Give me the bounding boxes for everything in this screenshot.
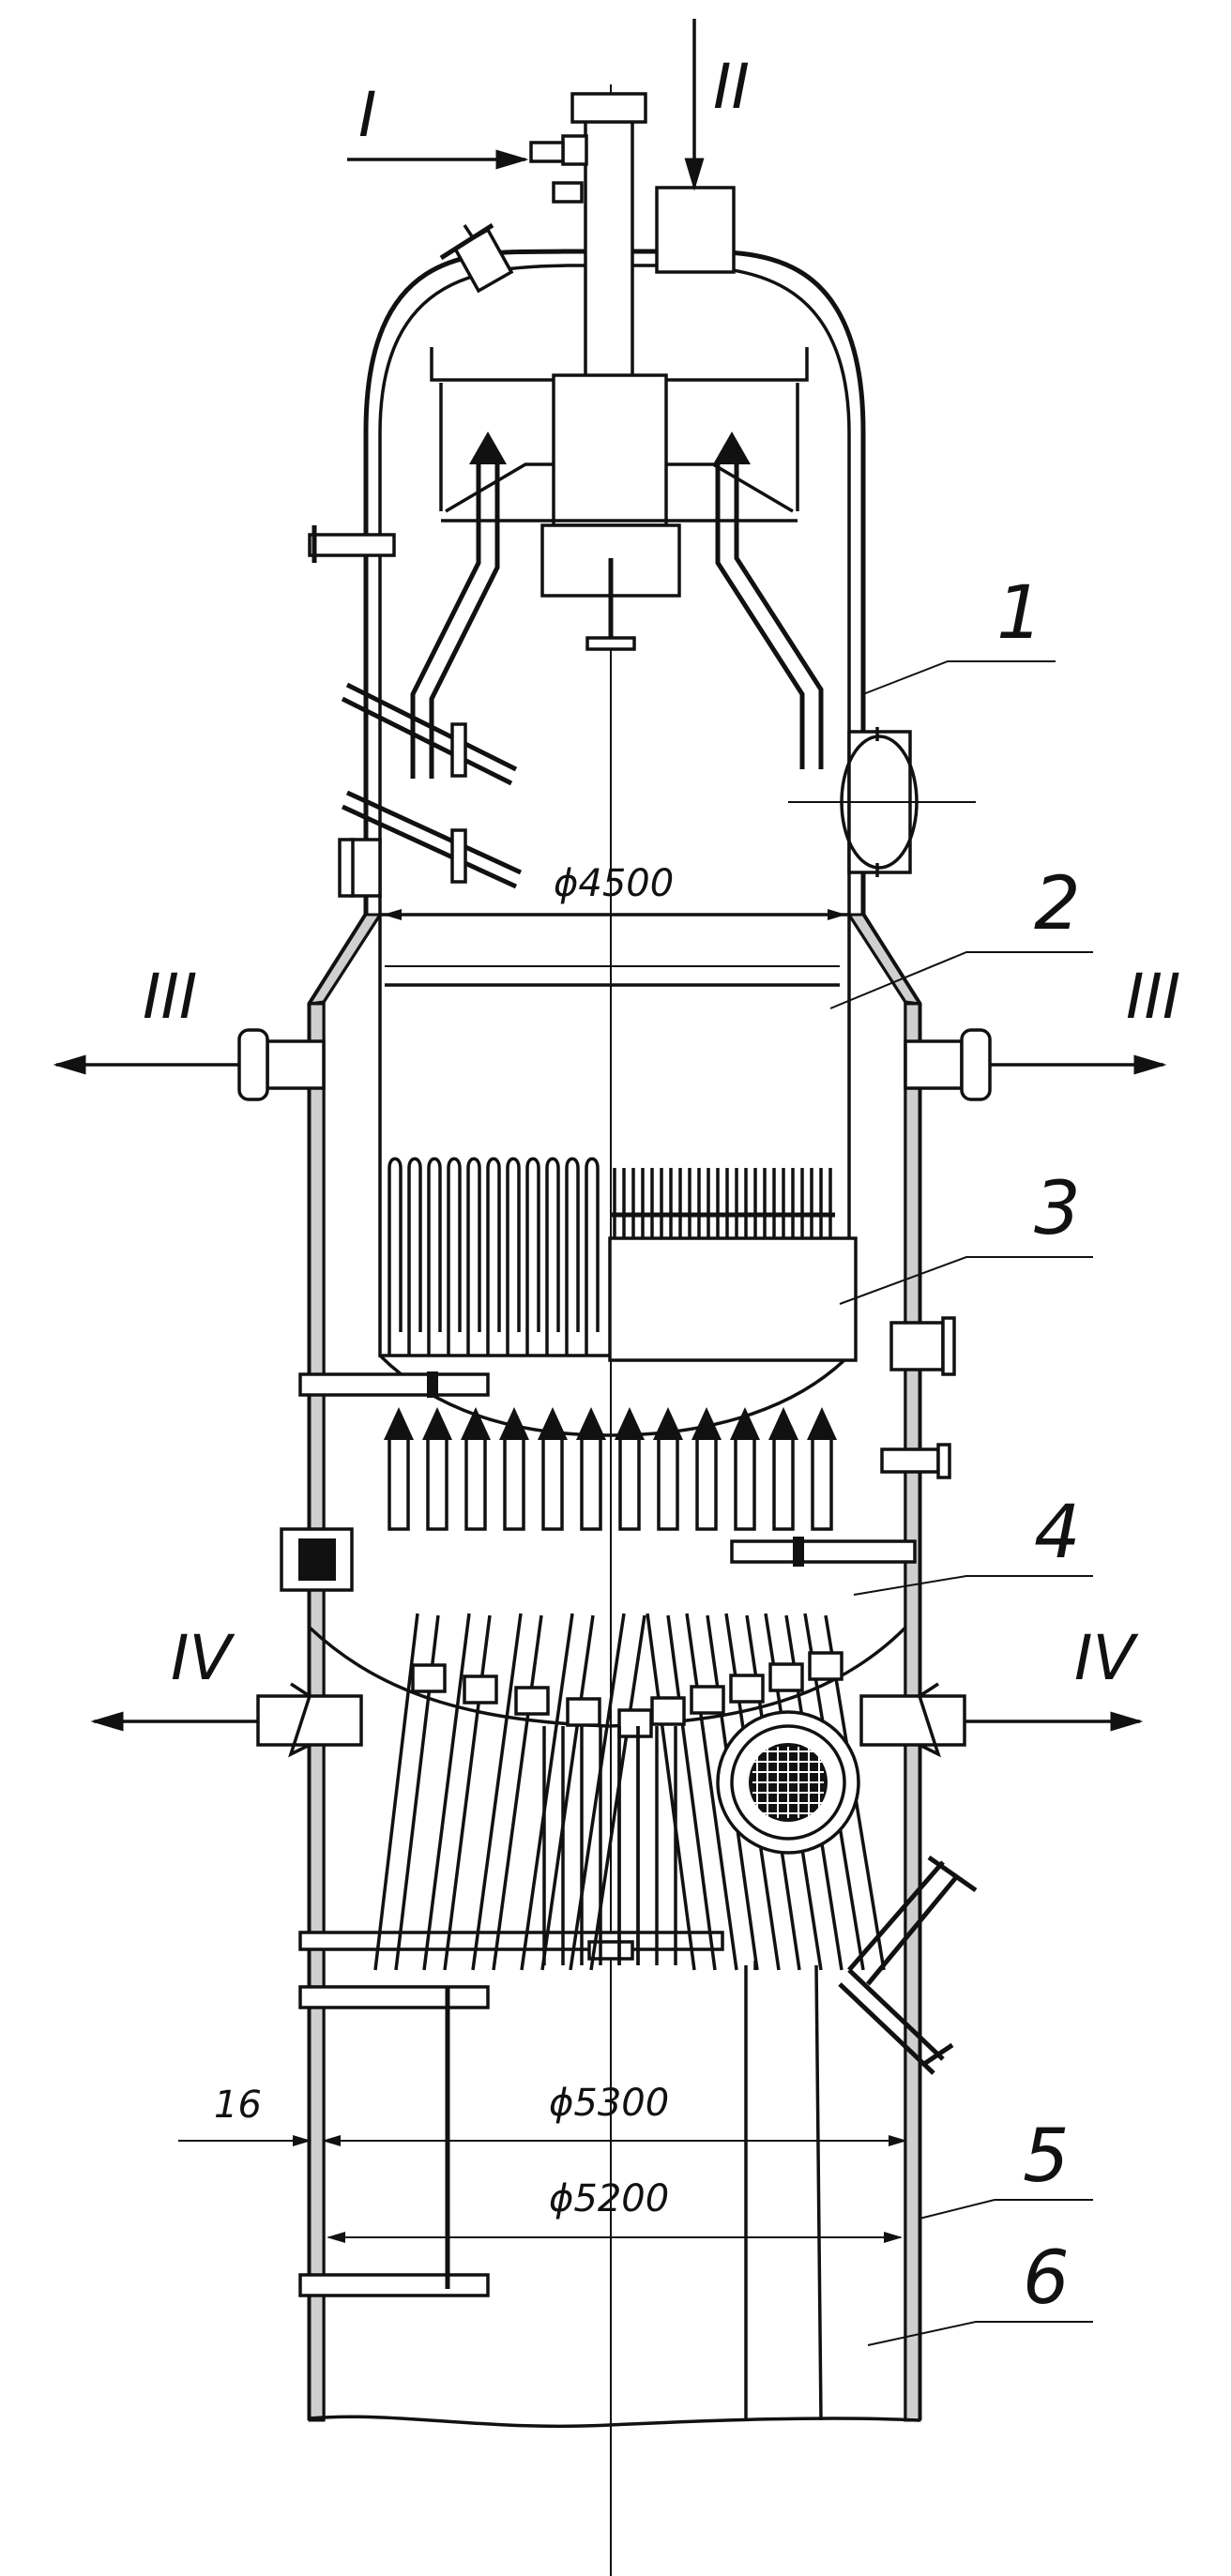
leader-lines <box>829 660 1093 2346</box>
dim-text-16: 16 <box>214 2084 262 2127</box>
tube-clamp <box>768 1662 804 1692</box>
burner-tip <box>730 1407 760 1440</box>
cone-wall-left <box>307 913 383 1006</box>
outlet-nozzle-III-right <box>904 1028 992 1101</box>
fin <box>447 1157 462 1356</box>
top-nozzle-assembly <box>430 92 809 651</box>
part-number-3: 3 <box>1034 1167 1081 1251</box>
burner-tip <box>807 1407 837 1440</box>
burner-tip <box>691 1407 722 1440</box>
tube-clamp <box>808 1651 843 1681</box>
tube-clamp <box>690 1685 725 1715</box>
label-II: II <box>713 51 750 123</box>
outlet-nozzle-IV-left <box>256 1682 363 1758</box>
dim-text-4500: ϕ4500 <box>554 862 674 905</box>
shell-nozzle-right-upper <box>889 1321 945 1371</box>
tube <box>471 1613 543 1971</box>
break-line <box>309 2415 920 2429</box>
dim-text-5300: ϕ5300 <box>549 2082 669 2125</box>
burner-tube <box>503 1433 525 1531</box>
fin <box>585 1157 600 1356</box>
tube-clamp <box>514 1686 550 1716</box>
burner-tube <box>464 1433 487 1531</box>
dome-left-inclined-ports <box>341 682 523 889</box>
upper-inclined-nozzle <box>439 222 514 294</box>
label-IV-left: IV <box>171 1622 235 1694</box>
label-III-right: III <box>1126 961 1180 1033</box>
fin-bank-left <box>388 1157 600 1356</box>
tube <box>422 1613 492 1971</box>
tube-clamp <box>566 1697 601 1727</box>
label-IV-right: IV <box>1074 1622 1138 1694</box>
burner-tube <box>541 1433 564 1531</box>
lower-head <box>308 1626 907 1728</box>
fin <box>388 1157 403 1356</box>
burner-tip <box>538 1407 568 1440</box>
tube-clamp <box>729 1674 765 1704</box>
burner-tip <box>576 1407 606 1440</box>
fin <box>506 1157 521 1356</box>
right-block <box>608 1236 858 1362</box>
dome-feed-tube-right <box>713 432 824 769</box>
part-number-6: 6 <box>1023 2236 1070 2321</box>
shell-nozzle-right-middle <box>880 1447 940 1474</box>
dome-left-nozzle <box>308 533 396 557</box>
collector <box>716 1710 860 1855</box>
part-number-4: 4 <box>1034 1491 1081 1575</box>
burner-tube <box>657 1433 679 1531</box>
tube-vertical <box>542 1726 565 1965</box>
lower-inclined-nozzle <box>838 1855 978 2075</box>
fin-bank-right <box>610 1168 835 1238</box>
burner-row <box>384 1407 837 1531</box>
cone-wall-right <box>846 913 922 1006</box>
burner-tube <box>734 1433 756 1531</box>
fin <box>427 1157 442 1356</box>
tube <box>646 1613 717 1971</box>
outlet-nozzle-III-left <box>237 1028 326 1101</box>
dome-left-flange <box>350 838 382 898</box>
burner-tip <box>384 1407 414 1440</box>
tube-clamp <box>411 1663 447 1693</box>
tube <box>520 1613 595 1971</box>
burner-tip <box>768 1407 798 1440</box>
fin <box>407 1157 422 1356</box>
fin <box>466 1157 481 1356</box>
burner-tube <box>580 1433 602 1531</box>
burner-tube <box>618 1433 641 1531</box>
part-number-2: 2 <box>1034 862 1081 947</box>
tube-vertical <box>580 1726 602 1965</box>
burner-tip <box>499 1407 529 1440</box>
fin <box>565 1157 580 1356</box>
burner-tip <box>461 1407 491 1440</box>
fin <box>486 1157 501 1356</box>
part-number-1: 1 <box>996 571 1043 656</box>
dim-text-5200: ϕ5200 <box>549 2177 669 2220</box>
burner-tip <box>615 1407 645 1440</box>
burner-tube <box>811 1433 833 1531</box>
tube-vertical <box>655 1726 677 1965</box>
tube-clamp <box>650 1696 686 1726</box>
tie-rods <box>298 1371 917 2297</box>
tube-vertical <box>617 1726 640 1965</box>
fin <box>545 1157 560 1356</box>
burner-tube <box>695 1433 718 1531</box>
tube-bundle-left <box>373 1613 653 1971</box>
fin <box>525 1157 540 1356</box>
part-number-5: 5 <box>1023 2114 1070 2199</box>
burner-tip <box>653 1407 683 1440</box>
label-III-left: III <box>143 961 197 1033</box>
dome-manway <box>788 727 976 877</box>
burner-tube <box>388 1433 410 1531</box>
burner-tube <box>772 1433 795 1531</box>
tube-clamp <box>463 1674 498 1705</box>
lower-pipes <box>744 1961 823 2421</box>
tube-clamp <box>617 1708 653 1738</box>
burner-tube <box>426 1433 448 1531</box>
label-I: I <box>358 79 376 151</box>
outlet-nozzle-IV-right <box>859 1682 966 1758</box>
burner-tip <box>422 1407 452 1440</box>
